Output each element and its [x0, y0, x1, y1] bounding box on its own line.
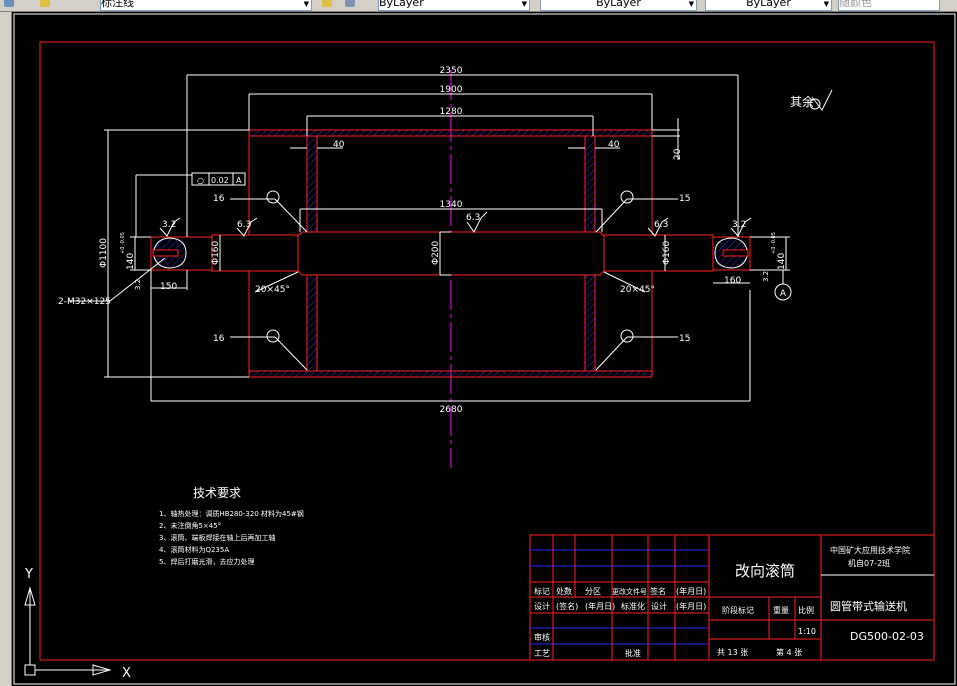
- tolerance-value: 0.02: [211, 176, 229, 185]
- tech-req-item: 5、焊后打磨光滑，去应力处理: [159, 557, 254, 566]
- weld-15-top: 15: [679, 194, 690, 204]
- tech-req-item: 4、滚筒材料为Q235A: [159, 545, 229, 554]
- dim-1280: 1280: [440, 107, 463, 117]
- stage-mark-label: 阶段标记: [722, 605, 754, 615]
- tb-label: 签名: [650, 586, 666, 596]
- roughness-rest-label: 其余: [790, 94, 814, 109]
- ra-right-shaft: 6.3: [654, 220, 668, 230]
- dim-dia-160-right: Φ160: [662, 240, 672, 265]
- drawing-number: DG500-02-03: [850, 630, 924, 643]
- ucs-x-label: X: [122, 666, 131, 681]
- tol-140-right: +0 -0.05: [771, 232, 777, 254]
- school-name: 中国矿大应用技术学院: [830, 545, 910, 555]
- ratio-label: 比例: [798, 605, 814, 615]
- layer-previous-icon[interactable]: [345, 0, 355, 7]
- tb-label: 标记: [534, 586, 550, 596]
- dim-2680: 2680: [440, 405, 463, 415]
- tolerance-symbol: ○: [197, 176, 204, 185]
- tb-label: 设计: [651, 601, 667, 611]
- layer-state-icon[interactable]: [40, 0, 50, 7]
- datum-a: A: [780, 289, 787, 299]
- drawing-canvas[interactable]: 2350 1900 1280 40 40 20 1340 2680 Φ1100 …: [12, 12, 957, 686]
- thread-spec: 2-M32×125: [58, 297, 111, 307]
- chevron-down-icon[interactable]: ▼: [303, 0, 309, 8]
- tb-label: 标准化: [621, 601, 645, 611]
- product-name: 圆管带式输送机: [830, 599, 907, 613]
- dim-150: 150: [160, 282, 177, 292]
- dim-dia-200: Φ200: [431, 240, 441, 265]
- sheets-total: 共 13 张: [717, 648, 748, 657]
- dim-40-right: 40: [608, 140, 620, 150]
- ra-mid: 6.3: [466, 213, 480, 223]
- chevron-down-icon[interactable]: ▼: [521, 0, 527, 8]
- chevron-down-icon[interactable]: ▼: [688, 0, 694, 8]
- tb-label: 审核: [534, 632, 550, 642]
- tech-req-title: 技术要求: [193, 486, 241, 500]
- ra-left-shaft: 6.3: [237, 220, 251, 230]
- ra-right-small: 3.2: [762, 271, 770, 282]
- tb-label: (年月日): [585, 601, 615, 611]
- dim-1340: 1340: [440, 200, 463, 210]
- tb-label: 分区: [585, 587, 601, 596]
- dim-140-left: 140: [126, 253, 136, 270]
- drum-part: [150, 129, 751, 378]
- layer-manager-icon[interactable]: [4, 0, 14, 7]
- weld-15-bottom: 15: [679, 334, 690, 344]
- dim-20: 20: [673, 148, 683, 160]
- tb-label: 工艺: [534, 649, 550, 658]
- class-name: 机自07-2班: [848, 558, 890, 568]
- color-dropdown[interactable]: ByLayer▼: [378, 0, 530, 11]
- tb-label: 批准: [625, 648, 641, 658]
- make-current-icon[interactable]: [322, 0, 332, 7]
- tolerance-datum: A: [236, 176, 242, 185]
- ra-right-end: 3.2: [732, 220, 746, 230]
- ra-left-small: 3.2: [134, 279, 142, 290]
- tb-label: 设计: [534, 601, 550, 611]
- drawing-border: [39, 41, 935, 661]
- tb-label: (年月日): [676, 586, 706, 596]
- chamfer-left: 20×45°: [255, 285, 290, 295]
- tol-140-left: +0 -0.05: [120, 232, 126, 254]
- part-name: 改向滚筒: [735, 562, 795, 580]
- tb-label: (签名): [556, 601, 578, 611]
- layer-dropdown[interactable]: 标注线▼: [100, 0, 312, 11]
- properties-toolbar: 标注线▼ ByLayer▼ ByLayer▼ ByLayer▼ 随颜色: [0, 0, 957, 12]
- left-toolbar[interactable]: [0, 12, 12, 686]
- tech-req-item: 2、未注倒角5×45°: [159, 521, 221, 530]
- tb-label: (年月日): [676, 601, 706, 611]
- ucs-y-label: Y: [24, 567, 33, 582]
- weld-16-bottom: 16: [213, 334, 225, 344]
- weld-16-top: 16: [213, 194, 225, 204]
- ucs-icon: Y X: [24, 567, 131, 681]
- dimension-lines: [68, 74, 833, 402]
- title-block: [529, 534, 935, 661]
- dim-1900: 1900: [440, 85, 463, 95]
- chevron-down-icon[interactable]: ▼: [823, 0, 829, 8]
- dimension-texts: 2350 1900 1280 40 40 20 1340 2680 Φ1100 …: [58, 66, 814, 415]
- chamfer-right: 20×45°: [620, 285, 655, 295]
- tb-label: 处数: [556, 586, 572, 596]
- dim-dia-160-left: Φ160: [211, 240, 221, 265]
- title-block-text: 标记 处数 分区 更改文件号 签名 (年月日) 设计 (签名) (年月日) 标准…: [534, 545, 924, 658]
- tech-req-item: 1、轴热处理：调质HB280-320 材料为45#钢: [159, 509, 304, 518]
- linetype-dropdown[interactable]: ByLayer▼: [540, 0, 697, 11]
- lineweight-dropdown[interactable]: ByLayer▼: [705, 0, 832, 11]
- tech-requirements: 技术要求 1、轴热处理：调质HB280-320 材料为45#钢 2、未注倒角5×…: [159, 486, 304, 566]
- sheet-number: 第 4 张: [776, 647, 802, 657]
- dim-160: 160: [724, 276, 741, 286]
- tb-label: 更改文件号: [612, 587, 647, 596]
- scale-value: 1:10: [798, 627, 816, 636]
- dim-dia-1100: Φ1100: [99, 238, 109, 268]
- plotstyle-dropdown[interactable]: 随颜色: [838, 0, 940, 11]
- ra-left-end: 3.2: [162, 220, 176, 230]
- tech-req-item: 3、滚筒、端板焊接在轴上后再加工轴: [159, 533, 275, 542]
- weight-label: 重量: [773, 605, 789, 615]
- dim-140-right: 140: [777, 253, 787, 270]
- dim-2350: 2350: [440, 66, 463, 76]
- dim-40-left: 40: [333, 140, 345, 150]
